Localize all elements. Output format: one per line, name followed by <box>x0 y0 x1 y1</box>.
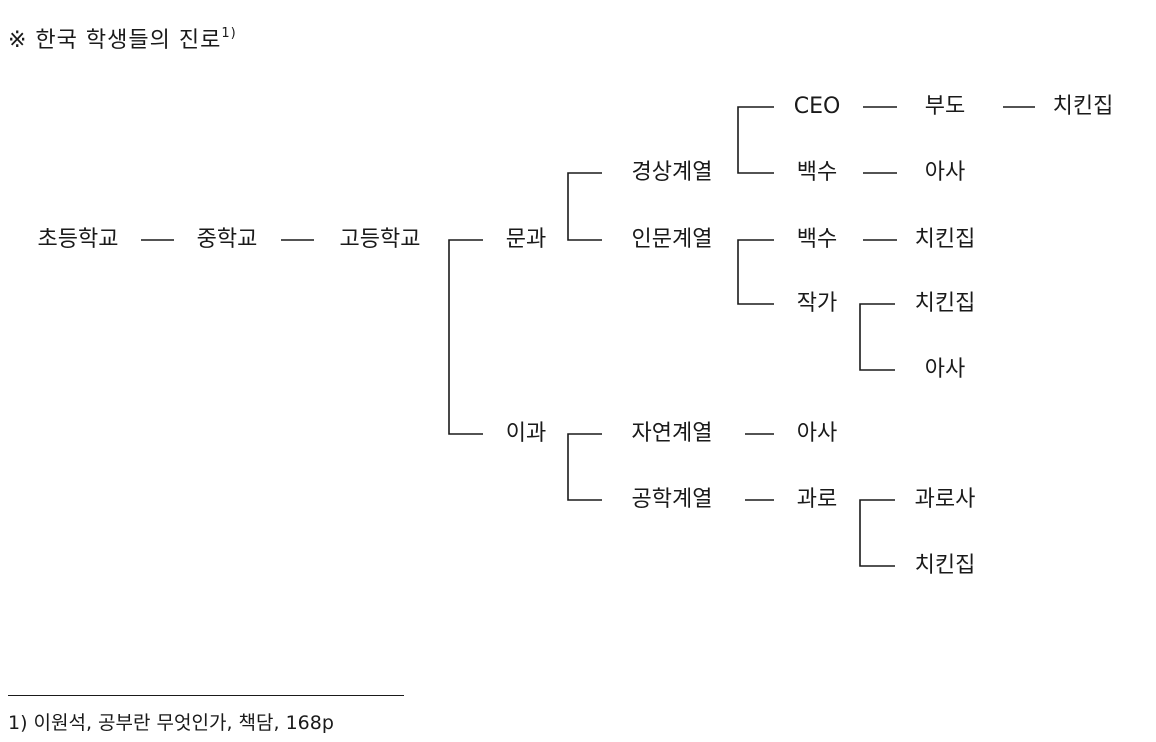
node-unemployed-2: 백수 <box>797 227 837 252</box>
bracket-liberal-arts <box>567 172 602 241</box>
node-starvation-1: 아사 <box>925 160 965 185</box>
bracket-overwork <box>859 499 895 567</box>
node-starvation-3: 아사 <box>797 421 837 446</box>
bracket-science <box>567 433 602 501</box>
footnote-divider <box>8 695 404 696</box>
page-title: ※ 한국 학생들의 진로1) <box>8 22 237 54</box>
node-humanities: 인문계열 <box>632 227 713 252</box>
node-unemployed-1: 백수 <box>797 160 837 185</box>
node-natural-science: 자연계열 <box>632 421 713 446</box>
footnote-reference: 1) <box>221 25 237 41</box>
bracket-high-school <box>448 239 483 435</box>
node-science: 이과 <box>506 421 546 446</box>
node-engineering: 공학계열 <box>632 487 713 512</box>
footnote-text: 1) 이원석, 공부란 무엇인가, 책담, 168p <box>8 712 334 734</box>
bracket-business <box>737 106 774 174</box>
node-chicken-shop-4: 치킨집 <box>915 553 976 578</box>
node-business: 경상계열 <box>632 160 713 185</box>
node-writer: 작가 <box>797 291 837 316</box>
career-path-tree: 초등학교 중학교 고등학교 문과 이과 경상계열 인문계열 자연계열 공학계열 … <box>38 94 1114 578</box>
node-chicken-shop-1: 치킨집 <box>1053 94 1114 119</box>
node-starvation-2: 아사 <box>925 357 965 382</box>
node-karoshi: 과로사 <box>915 487 976 512</box>
node-middle-school: 중학교 <box>197 227 258 252</box>
node-elementary-school: 초등학교 <box>38 227 119 252</box>
bracket-writer <box>859 303 895 371</box>
node-overwork: 과로 <box>797 487 837 512</box>
bracket-humanities <box>737 239 774 305</box>
node-liberal-arts: 문과 <box>506 227 546 252</box>
node-high-school: 고등학교 <box>340 227 421 252</box>
page-title-text: ※ 한국 학생들의 진로 <box>8 28 222 53</box>
node-chicken-shop-2: 치킨집 <box>915 227 976 252</box>
node-bankruptcy: 부도 <box>925 94 965 119</box>
node-ceo: CEO <box>794 94 841 119</box>
node-chicken-shop-3: 치킨집 <box>915 291 976 316</box>
